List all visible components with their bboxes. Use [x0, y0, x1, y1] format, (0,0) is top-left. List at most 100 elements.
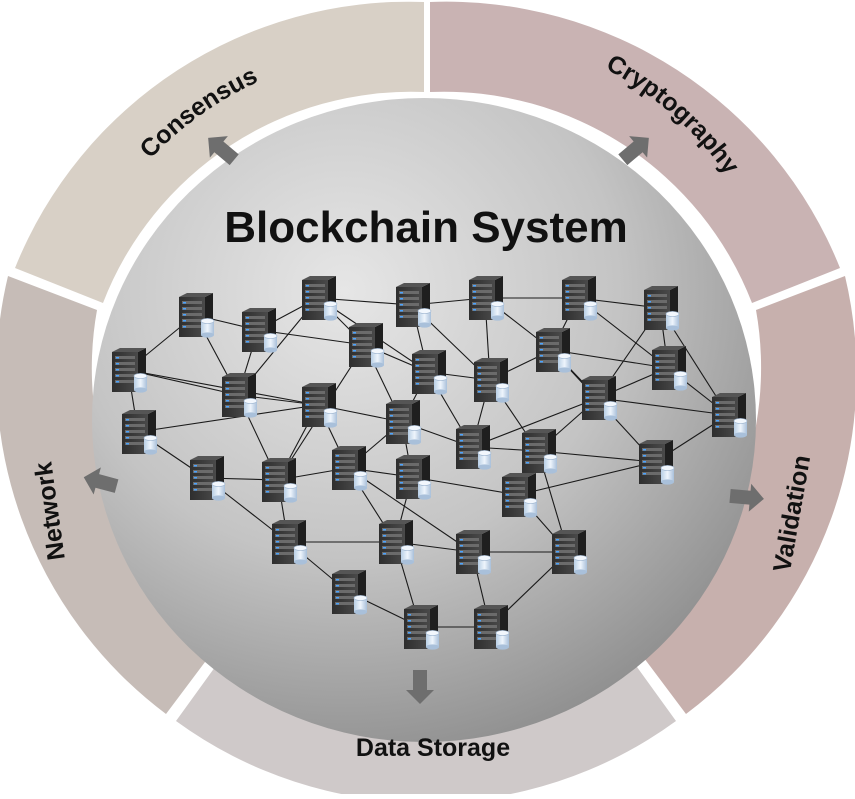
server-led: [526, 450, 529, 452]
server-bay: [642, 472, 662, 475]
server-led: [336, 455, 339, 457]
database-top: [660, 465, 675, 471]
server-led: [648, 295, 651, 297]
server-bay: [125, 430, 145, 433]
server-bay: [335, 466, 355, 469]
server-led: [336, 591, 339, 593]
server-with-database-icon: [396, 455, 432, 500]
server-bay: [655, 366, 675, 369]
server-bay: [245, 334, 265, 337]
server-led: [643, 455, 646, 457]
database-body: [426, 633, 439, 647]
server-led: [643, 467, 646, 469]
server-led: [116, 363, 119, 365]
network-edge: [347, 467, 473, 553]
server-led: [183, 320, 186, 322]
server-top: [562, 276, 596, 280]
server-led: [478, 373, 481, 375]
server-led: [116, 375, 119, 377]
server-led: [116, 369, 119, 371]
server-bay: [472, 302, 492, 305]
server-led: [408, 638, 411, 640]
server-bay: [245, 328, 265, 331]
server-bay: [265, 478, 285, 481]
server-bay: [477, 619, 497, 622]
server-bay: [585, 396, 605, 399]
server-bay: [715, 401, 735, 404]
server-with-database-icon: [469, 276, 505, 321]
database-bottom: [418, 322, 431, 328]
server-led: [716, 408, 719, 410]
server-bay: [115, 362, 135, 365]
server-bay: [335, 596, 355, 599]
database-top: [433, 375, 448, 381]
database-top: [353, 595, 368, 601]
database-top: [370, 348, 385, 354]
database-bottom: [284, 497, 297, 503]
server-bay: [389, 420, 409, 423]
server-led: [540, 343, 543, 345]
server-led: [408, 614, 411, 616]
server-bay: [125, 418, 145, 421]
server-led: [126, 425, 129, 427]
server-bay: [352, 337, 372, 340]
server-led: [478, 620, 481, 622]
server-bay: [305, 302, 325, 305]
server-bay: [565, 284, 585, 287]
server-led: [526, 438, 529, 440]
server-led: [643, 449, 646, 451]
arrow-icon-validation: [729, 483, 764, 512]
server-led: [540, 355, 543, 357]
server-led: [400, 470, 403, 472]
server-bay: [399, 297, 419, 300]
database-top: [293, 545, 308, 551]
server-bay: [399, 481, 419, 484]
server-bay: [245, 340, 265, 343]
server-led: [246, 317, 249, 319]
server-bay: [225, 387, 245, 390]
server-bay: [115, 374, 135, 377]
database-body: [666, 314, 679, 328]
server-led: [473, 291, 476, 293]
server-bay: [459, 544, 479, 547]
server-bay: [655, 354, 675, 357]
server-top: [396, 455, 430, 459]
database-body: [354, 474, 367, 488]
server-bay: [115, 380, 135, 383]
server-bay: [407, 613, 427, 616]
server-led: [336, 473, 339, 475]
server-bay: [585, 390, 605, 393]
database-top: [133, 373, 148, 379]
server-led: [306, 392, 309, 394]
server-led: [506, 494, 509, 496]
server-top: [522, 429, 556, 433]
server-bay: [125, 424, 145, 427]
database-bottom: [426, 644, 439, 650]
server-bay: [505, 493, 525, 496]
database-bottom: [324, 422, 337, 428]
server-with-database-icon: [404, 605, 440, 650]
server-bay: [225, 381, 245, 384]
database-bottom: [244, 412, 257, 418]
database-bottom: [674, 385, 687, 391]
server-led: [246, 323, 249, 325]
server-led: [416, 383, 419, 385]
database-body: [418, 483, 431, 497]
network-edge: [597, 397, 729, 416]
server-bay: [565, 308, 585, 311]
server-bay: [352, 355, 372, 358]
server-top: [536, 328, 570, 332]
server-led: [390, 409, 393, 411]
server-led: [390, 421, 393, 423]
database-body: [418, 311, 431, 325]
server-bay: [555, 550, 575, 553]
server-led: [416, 371, 419, 373]
database-body: [284, 486, 297, 500]
server-led: [306, 404, 309, 406]
server-led: [400, 292, 403, 294]
server-top: [639, 440, 673, 444]
server-bay: [182, 301, 202, 304]
database-bottom: [324, 315, 337, 321]
server-led: [306, 297, 309, 299]
server-bay: [477, 625, 497, 628]
